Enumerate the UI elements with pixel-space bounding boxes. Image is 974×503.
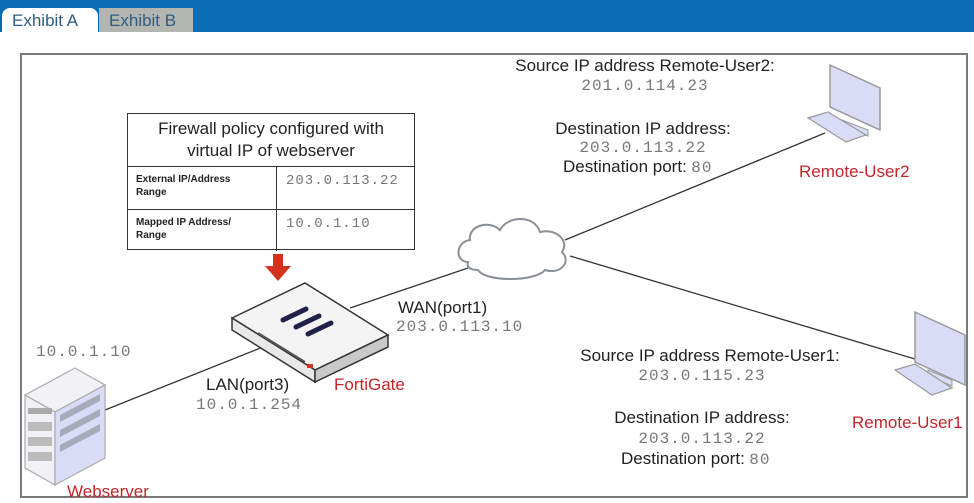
remote-user2-port-label: Destination port: xyxy=(563,157,687,176)
remote-user2-source-ip: 201.0.114.23 xyxy=(581,77,709,95)
policy-row-external-ip: External IP/Address Range 203.0.113.22 xyxy=(128,166,414,210)
webserver-ip: 10.0.1.10 xyxy=(36,343,132,361)
lan-link xyxy=(104,344,269,411)
remote-user1-dest-ip: 203.0.113.22 xyxy=(638,430,766,448)
remote-user2-source-label: Source IP address Remote-User2: xyxy=(515,56,775,75)
policy-row-value: 203.0.113.22 xyxy=(286,173,399,189)
policy-title: Firewall policy configured with virtual … xyxy=(158,119,384,160)
remote-user2-computer-icon xyxy=(806,63,881,143)
remote-user2-port-line: Destination port: 80 xyxy=(563,157,712,177)
policy-row-label: External IP/Address Range xyxy=(136,174,231,198)
wan-ip: 203.0.113.10 xyxy=(396,318,524,336)
firewall-policy-box: Firewall policy configured with virtual … xyxy=(127,113,415,251)
tab-exhibit-a[interactable]: Exhibit A xyxy=(2,8,98,32)
webserver-label: Webserver xyxy=(67,482,149,501)
lan-ip: 10.0.1.254 xyxy=(196,396,303,414)
policy-row-value: 10.0.1.10 xyxy=(286,216,371,232)
wan-port-label: WAN(port1) xyxy=(398,298,488,317)
policy-row-label: Mapped IP Address/ Range xyxy=(136,217,232,241)
remote-user1-source-ip: 203.0.115.23 xyxy=(638,367,766,385)
remote-user1-computer-icon xyxy=(893,310,966,396)
policy-arrow-icon xyxy=(265,254,291,281)
webserver-icon xyxy=(23,367,107,487)
lan-port-label: LAN(port3) xyxy=(206,375,290,394)
remote-user1-source-label: Source IP address Remote-User1: xyxy=(580,346,840,365)
remote-user1-label: Remote-User1 xyxy=(852,413,963,432)
internet-cloud-icon xyxy=(457,218,567,280)
remote-user1-port-line: Destination port: 80 xyxy=(621,449,770,469)
tab-exhibit-b[interactable]: Exhibit B xyxy=(99,8,193,32)
remote-user2-port: 80 xyxy=(691,159,713,177)
remote-user2-dest-ip: 203.0.113.22 xyxy=(579,139,707,157)
remote-user2-label: Remote-User2 xyxy=(799,162,910,181)
diagram-frame xyxy=(20,53,968,498)
wan-link xyxy=(349,267,469,309)
remote-user1-port: 80 xyxy=(749,451,771,469)
policy-row-mapped-ip: Mapped IP Address/ Range 10.0.1.10 xyxy=(128,209,414,251)
link-remote-user2 xyxy=(564,132,826,241)
link-remote-user1 xyxy=(569,255,926,363)
fortigate-device-icon xyxy=(230,282,390,384)
remote-user2-dest-label: Destination IP address: xyxy=(555,119,731,138)
remote-user1-dest-label: Destination IP address: xyxy=(614,408,790,427)
remote-user1-port-label: Destination port: xyxy=(621,449,745,468)
fortigate-label: FortiGate xyxy=(334,375,405,394)
